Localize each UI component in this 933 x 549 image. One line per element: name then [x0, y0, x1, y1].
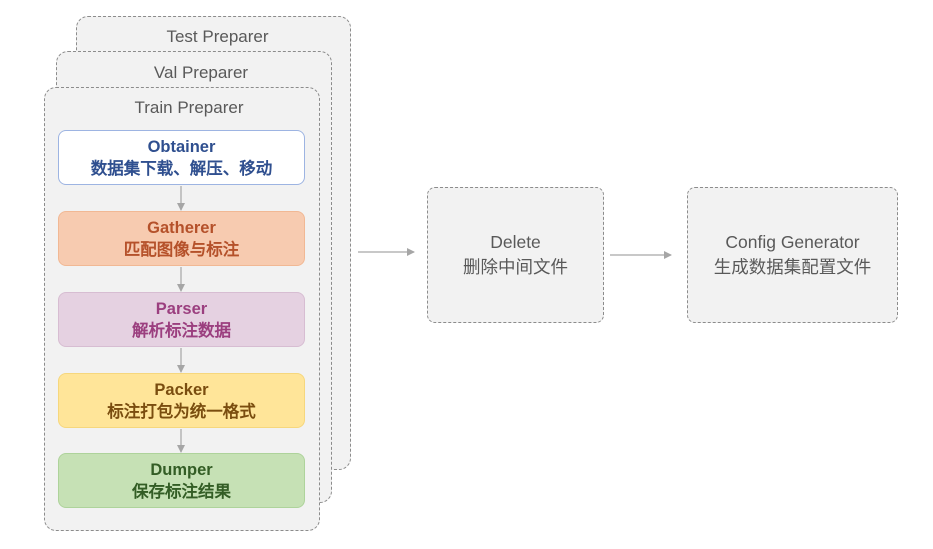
val-preparer-title: Val Preparer — [153, 63, 249, 82]
delete-box: Delete 删除中间文件 — [427, 187, 604, 323]
parser-step: Parser 解析标注数据 — [58, 292, 305, 347]
test-preparer-title: Test Preparer — [166, 27, 269, 46]
delete-title: Delete — [490, 232, 541, 252]
packer-title: Packer — [154, 381, 209, 399]
gatherer-title: Gatherer — [147, 219, 216, 237]
train-preparer-title: Train Preparer — [134, 98, 244, 117]
gatherer-desc: 匹配图像与标注 — [123, 241, 240, 259]
dumper-step: Dumper 保存标注结果 — [58, 453, 305, 508]
delete-desc: 删除中间文件 — [463, 257, 568, 277]
config-generator-box: Config Generator 生成数据集配置文件 — [687, 187, 898, 323]
obtainer-step: Obtainer 数据集下载、解压、移动 — [58, 130, 305, 185]
dumper-title: Dumper — [150, 461, 213, 479]
obtainer-title: Obtainer — [147, 138, 216, 156]
parser-title: Parser — [155, 300, 208, 318]
dumper-desc: 保存标注结果 — [132, 483, 231, 501]
config-generator-desc: 生成数据集配置文件 — [713, 257, 872, 277]
config-generator-title: Config Generator — [725, 232, 860, 252]
packer-step: Packer 标注打包为统一格式 — [58, 373, 305, 428]
gatherer-step: Gatherer 匹配图像与标注 — [58, 211, 305, 266]
obtainer-desc: 数据集下载、解压、移动 — [90, 160, 273, 178]
parser-desc: 解析标注数据 — [132, 322, 231, 340]
packer-desc: 标注打包为统一格式 — [107, 403, 256, 421]
